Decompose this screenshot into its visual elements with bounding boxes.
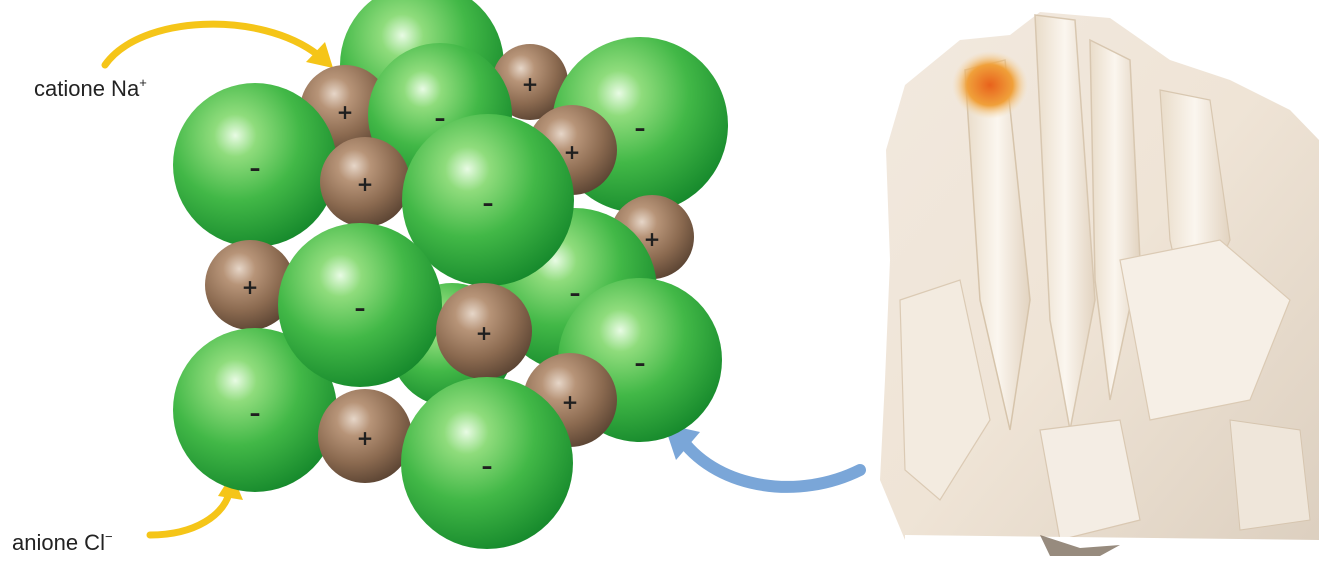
cation-charge-sign: + <box>476 321 493 345</box>
cation-charge-sign: + <box>337 100 354 124</box>
anion-charge-sign: – <box>250 157 261 182</box>
yellow-arrow-cation <box>105 24 333 68</box>
mineral-crystal-photo <box>880 12 1319 561</box>
anion-charge-sign: – <box>570 282 581 307</box>
cation-sphere: + <box>320 137 410 227</box>
anion-sphere: – <box>278 223 442 387</box>
cation-charge-sign: + <box>644 227 661 251</box>
cation-label: catione Na+ <box>34 76 147 102</box>
anion-charge-sign: – <box>483 192 494 217</box>
anion-charge-sign: – <box>250 402 261 427</box>
cation-charge-sign: + <box>242 275 259 299</box>
anion-sphere: – <box>401 377 573 549</box>
anion-sphere: – <box>173 83 337 247</box>
cation-charge-sign: + <box>522 72 539 96</box>
cation-charge-sign: + <box>357 172 374 196</box>
anion-charge-sign: – <box>635 117 646 142</box>
blue-arrow <box>664 424 860 487</box>
cation-charge-sign: + <box>357 426 374 450</box>
cation-charge-sign: + <box>564 140 581 164</box>
lattice-spheres: –+–+––+++––+––––+++– <box>173 0 728 549</box>
cation-sphere: + <box>318 389 412 483</box>
anion-charge-sign: – <box>635 352 646 377</box>
cation-sphere: + <box>436 283 532 379</box>
anion-label: anione Cl− <box>12 530 113 556</box>
cation-charge-sign: + <box>562 390 579 414</box>
anion-charge-sign: – <box>482 455 493 480</box>
anion-charge-sign: – <box>355 297 366 322</box>
